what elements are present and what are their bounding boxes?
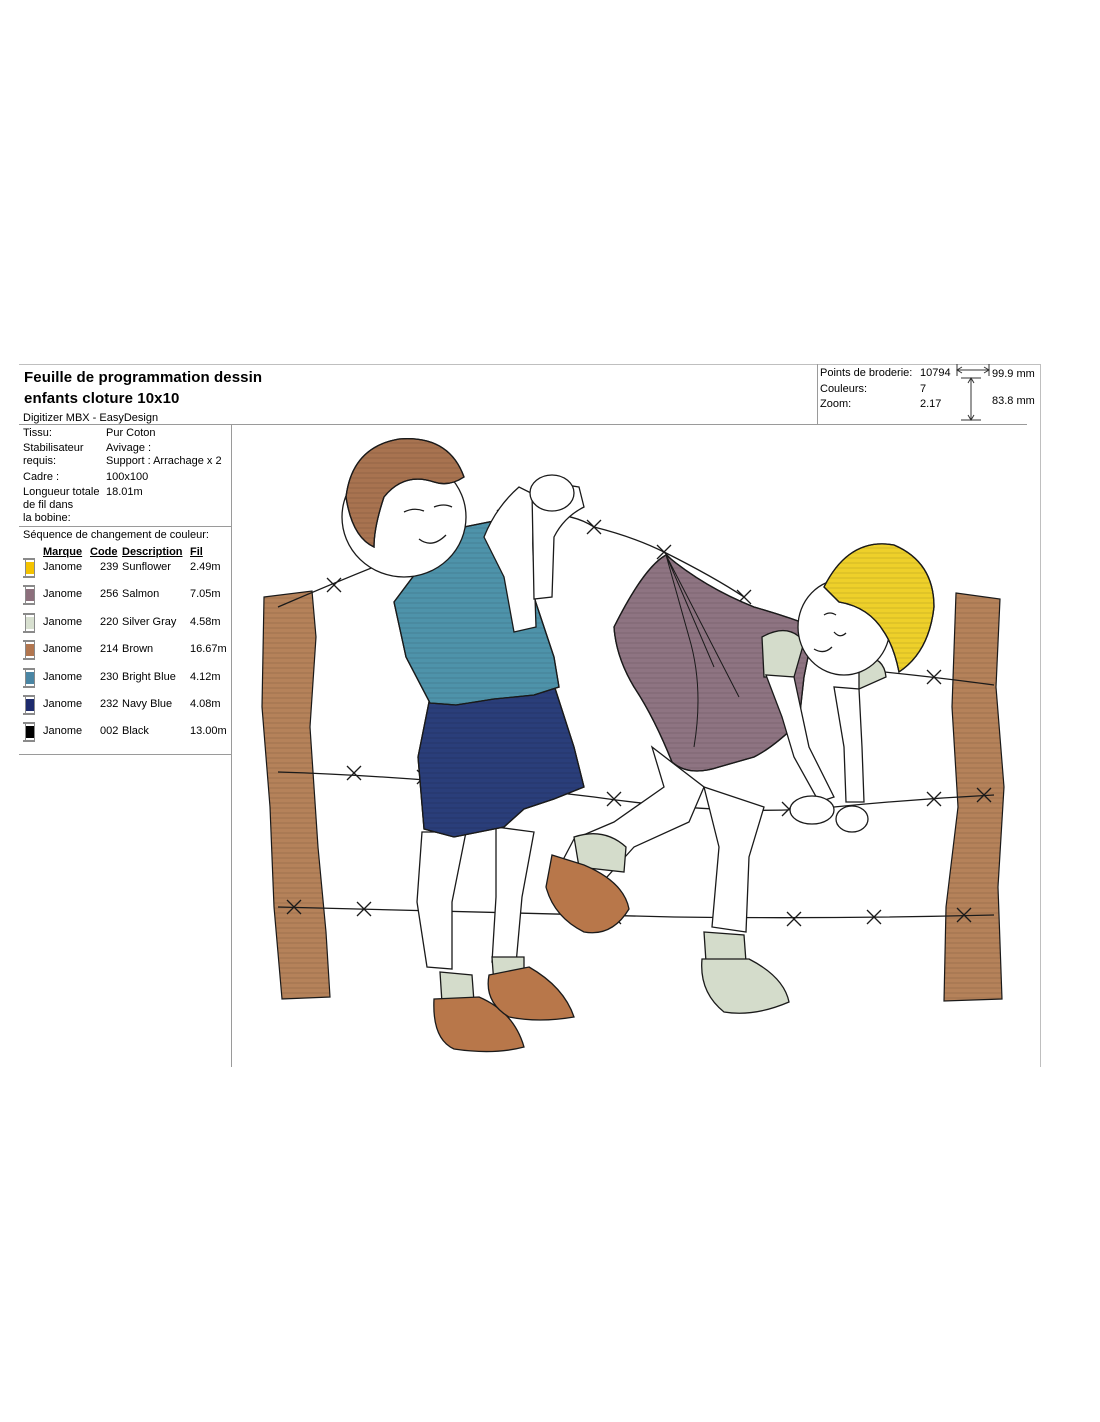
thread-length-value: 18.01m <box>106 486 143 498</box>
row-thread-length: 16.67m <box>190 643 227 656</box>
row-description: Brown <box>122 643 154 656</box>
wire-barb <box>956 907 972 923</box>
fabric-label: Tissu: <box>23 427 52 439</box>
info-divider <box>19 526 231 527</box>
wire-barb <box>586 519 602 535</box>
row-code: 230 <box>100 670 119 683</box>
row-brand: Janome <box>43 725 83 738</box>
color-count-value: 7 <box>920 383 927 395</box>
thread-spool-icon <box>23 585 35 606</box>
thread-length-label-3: la bobine: <box>23 512 71 524</box>
column-description: Description <box>122 546 183 558</box>
row-thread-length: 4.08m <box>190 698 221 710</box>
row-code: 232 <box>100 698 119 710</box>
wire-barb <box>346 765 362 781</box>
wire-barb <box>866 909 882 925</box>
design-height: 83.8 mm <box>992 395 1035 407</box>
stitch-count-label: Points de broderie: <box>820 367 913 379</box>
row-thread-length: 4.58m <box>190 615 221 628</box>
header-divider <box>19 424 1027 425</box>
panel-divider <box>231 425 232 1067</box>
row-code: 214 <box>100 643 119 656</box>
thread-length-label-1: Longueur totale <box>23 486 100 498</box>
wire-barb <box>786 911 802 927</box>
wire-barb <box>356 901 372 917</box>
row-description: Black <box>122 725 149 738</box>
thread-spool-icon <box>23 640 35 661</box>
stabilizer-value-2: Support : Arrachage x 2 <box>106 455 222 467</box>
embroidery-design-preview <box>261 438 1005 1053</box>
fabric-value: Pur Coton <box>106 427 156 439</box>
row-brand: Janome <box>43 561 83 573</box>
programming-sheet: Feuille de programmation dessin enfants … <box>19 364 1041 1067</box>
stabilizer-label-2: requis: <box>23 455 57 467</box>
row-code: 220 <box>100 615 119 628</box>
column-thread: Fil <box>190 546 203 558</box>
row-brand: Janome <box>43 670 83 683</box>
row-code: 256 <box>100 588 119 601</box>
zoom-label: Zoom: <box>820 398 852 410</box>
dimension-arrows-icon <box>956 364 990 421</box>
color-count-label: Couleurs: <box>820 383 868 395</box>
sequence-bottom-divider <box>19 754 231 755</box>
wire-barb <box>976 787 992 803</box>
wire-barb <box>286 899 302 915</box>
girl-figure <box>545 543 935 1014</box>
row-thread-length: 2.49m <box>190 561 221 573</box>
design-width: 99.9 mm <box>992 368 1035 380</box>
stabilizer-value-1: Avivage : <box>106 442 152 454</box>
stabilizer-label-1: Stabilisateur <box>23 442 84 454</box>
row-description: Silver Gray <box>122 615 177 628</box>
frame-value: 100x100 <box>106 471 149 483</box>
row-thread-length: 4.12m <box>190 670 221 683</box>
thread-spool-icon <box>23 612 35 633</box>
thread-spool-icon <box>23 695 35 715</box>
boy-figure <box>341 438 585 1053</box>
stats-divider <box>817 364 818 424</box>
column-code: Code <box>90 546 118 558</box>
sequence-heading: Séquence de changement de couleur: <box>23 529 209 541</box>
row-brand: Janome <box>43 698 83 710</box>
row-description: Salmon <box>122 588 160 601</box>
thread-spool-icon <box>23 722 35 743</box>
wire-barb <box>326 577 342 593</box>
row-brand: Janome <box>43 588 83 601</box>
sheet-right-border <box>1040 364 1041 1067</box>
row-code: 239 <box>100 561 119 573</box>
sheet-title-line-1: Feuille de programmation dessin <box>24 369 263 386</box>
sheet-title-line-2: enfants cloture 10x10 <box>24 390 180 407</box>
zoom-value: 2.17 <box>920 398 942 410</box>
wire-barb <box>606 791 622 807</box>
sheet-top-border <box>19 364 1041 365</box>
thread-spool-icon <box>23 667 35 688</box>
row-thread-length: 7.05m <box>190 588 221 601</box>
thread-length-label-2: de fil dans <box>23 499 74 511</box>
row-description: Bright Blue <box>122 670 176 683</box>
software-credit: Digitizer MBX - EasyDesign <box>23 412 159 424</box>
row-thread-length: 13.00m <box>190 725 227 738</box>
thread-spool-icon <box>23 558 35 578</box>
frame-label: Cadre : <box>23 471 60 483</box>
wire-barb <box>926 791 942 807</box>
row-code: 002 <box>100 725 119 738</box>
row-description: Sunflower <box>122 561 171 573</box>
stitch-count-value: 10794 <box>920 367 951 379</box>
row-brand: Janome <box>43 643 83 656</box>
column-brand: Marque <box>43 546 83 558</box>
row-description: Navy Blue <box>122 698 173 710</box>
row-brand: Janome <box>43 615 83 628</box>
wire-barb <box>926 669 942 685</box>
